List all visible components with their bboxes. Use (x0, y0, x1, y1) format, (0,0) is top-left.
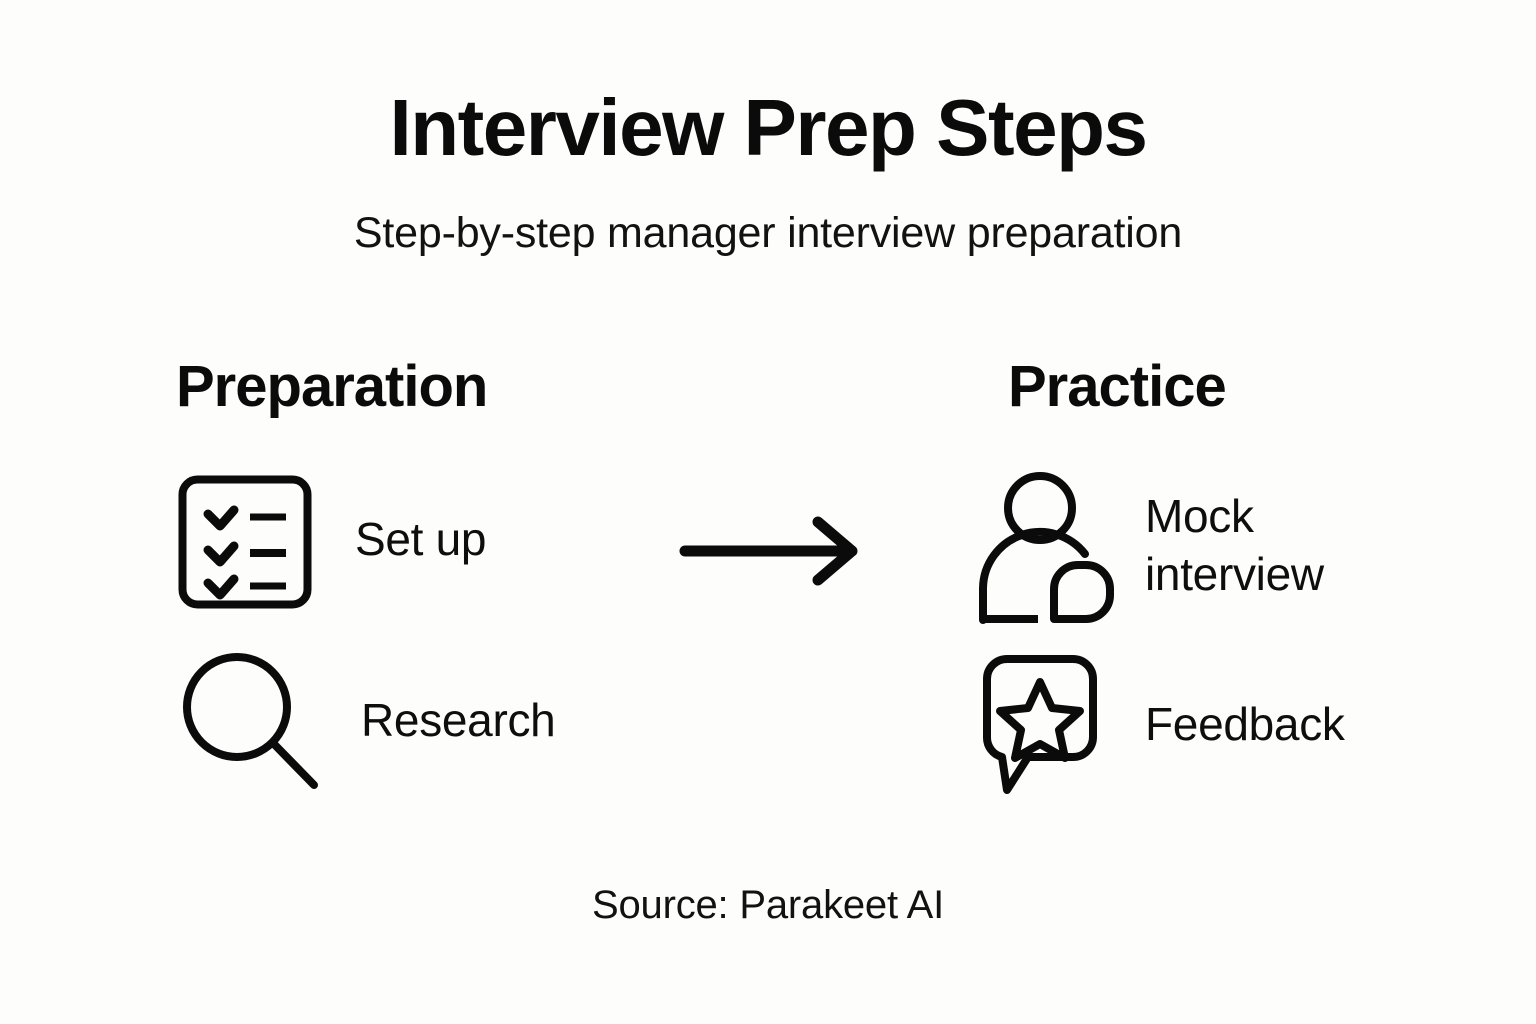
source-attribution: Source: Parakeet AI (592, 883, 944, 927)
column-heading-practice: Practice (1008, 354, 1227, 419)
list-item-label: Feedback (1145, 697, 1345, 750)
list-item-set-up: Set up (176, 470, 487, 610)
list-item-label: Set up (355, 513, 487, 566)
list-item-feedback: Feedback (980, 652, 1345, 797)
list-item-label: Mock interview (1145, 489, 1324, 600)
list-item-label: Research (361, 693, 556, 746)
page-title: Interview Prep Steps (389, 83, 1148, 172)
two-people-icon (975, 468, 1118, 624)
magnifier-icon (178, 648, 323, 793)
list-item-research: Research (178, 648, 556, 793)
page-subtitle: Step-by-step manager interview preparati… (353, 209, 1183, 257)
checklist-icon (176, 470, 314, 610)
column-heading-preparation: Preparation (176, 354, 488, 419)
arrow-right-icon (676, 516, 871, 586)
speech-bubble-star-icon (980, 652, 1105, 797)
list-item-mock-interview: Mock interview (975, 468, 1324, 624)
